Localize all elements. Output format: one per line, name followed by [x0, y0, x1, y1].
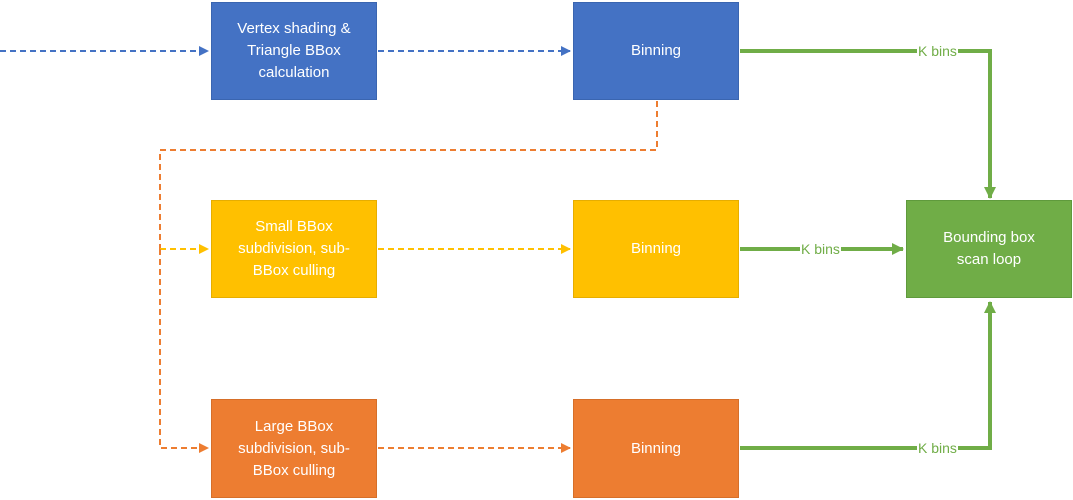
binning-top-label: Binning — [630, 42, 682, 59]
binning-split-connector — [159, 101, 658, 249]
scan-loop-line-2: scan loop — [956, 251, 1022, 268]
vertex-shading-line-3: calculation — [258, 64, 330, 81]
large-bbox-box: Large BBox subdivision, sub- BBox cullin… — [211, 399, 377, 498]
mid-kbins-label: K bins — [800, 241, 841, 257]
small-bbox-line-1: Small BBox — [255, 218, 333, 235]
large-bbox-line-1: Large BBox — [254, 417, 334, 435]
small-bbox-line-3: BBox culling — [252, 262, 336, 279]
vertex-shading-box: Vertex shading & Triangle BBox calculati… — [211, 2, 377, 100]
vertex-shading-line-1: Vertex shading & — [237, 20, 351, 37]
small-bbox-box: Small BBox subdivision, sub- BBox cullin… — [211, 200, 377, 298]
binning-bottom-box: Binning — [573, 399, 739, 498]
top-kbins-label: K bins — [917, 43, 958, 59]
scan-loop-box: Bounding box scan loop — [906, 200, 1072, 298]
bottom-kbins-label: K bins — [917, 440, 958, 456]
split-to-large-bbox-arrow — [159, 249, 209, 453]
binning-bottom-label: Binning — [630, 439, 682, 457]
bottom-kbins-arrow — [740, 301, 996, 450]
large-bbox-line-2: subdivision, sub- — [238, 439, 350, 457]
vertex-shading-line-2: Triangle BBox — [247, 42, 341, 59]
scan-loop-line-1: Bounding box — [943, 229, 1035, 246]
small-bbox-line-2: subdivision, sub- — [238, 240, 350, 257]
binning-top-box: Binning — [573, 2, 739, 100]
large-bbox-line-3: BBox culling — [252, 461, 336, 479]
binning-mid-label: Binning — [630, 240, 682, 257]
binning-mid-box: Binning — [573, 200, 739, 298]
top-kbins-arrow — [740, 49, 996, 199]
